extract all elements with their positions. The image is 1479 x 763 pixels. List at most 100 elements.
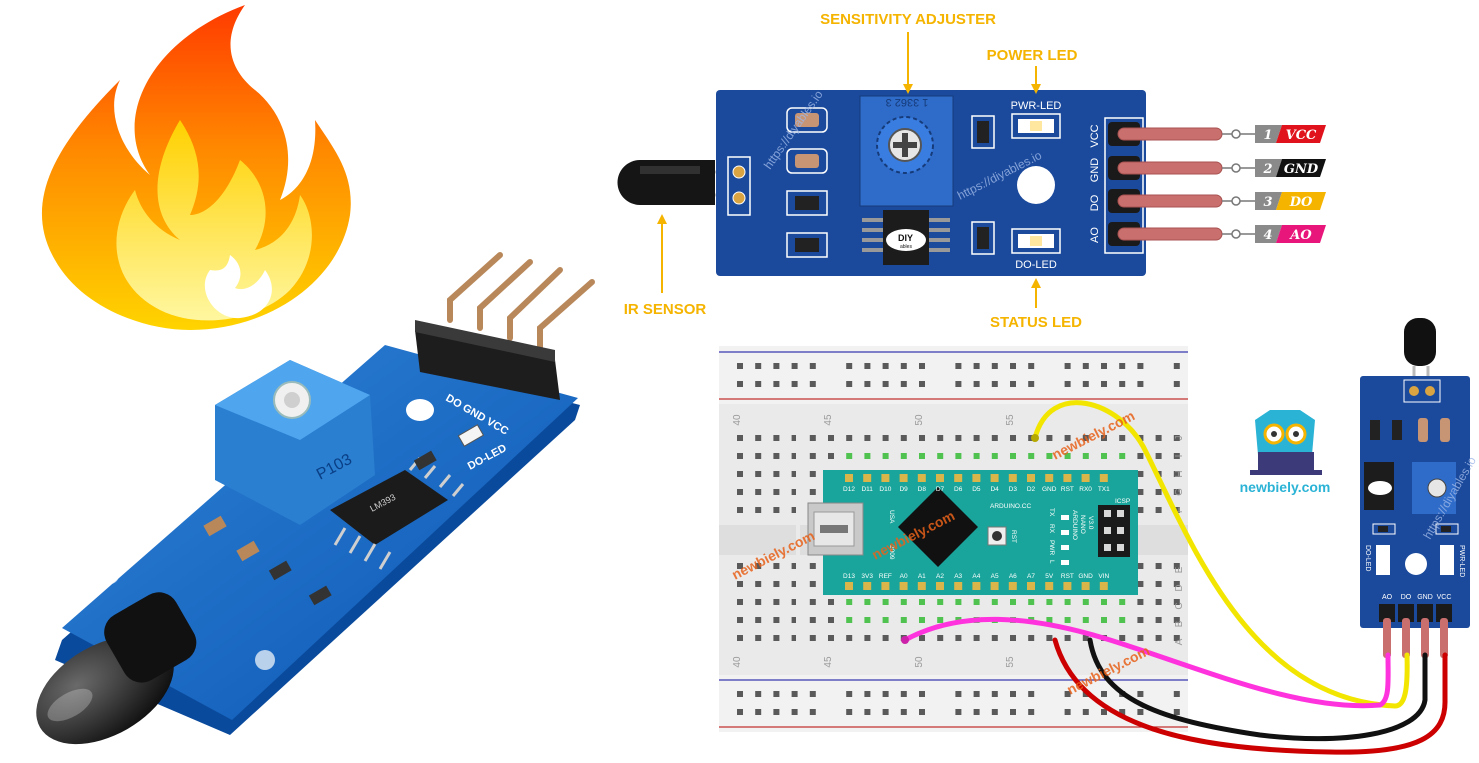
callout-power-led-text: POWER LED — [987, 47, 1078, 64]
nano-bottom-pin-label: A7 — [1027, 573, 1035, 580]
breadboard-hole — [828, 599, 834, 605]
breadboard-row-label: F — [1174, 507, 1185, 513]
breadboard-hole — [1155, 635, 1162, 641]
breadboard-hole — [991, 635, 998, 641]
breadboard-hole — [1173, 453, 1180, 459]
breadboard-hole — [1173, 599, 1180, 605]
rail-hole — [846, 691, 853, 697]
nano-pin-pad — [845, 582, 853, 590]
nano-year: 2009 — [888, 545, 895, 560]
rail-hole — [846, 363, 853, 369]
breadboard-hole — [937, 635, 944, 641]
breadboard-hole — [1064, 453, 1071, 459]
breadboard-hole — [755, 471, 762, 477]
rail-hole — [973, 363, 980, 369]
pin-name-tag — [1276, 159, 1326, 177]
rail-hole — [900, 691, 907, 697]
rail-hole — [900, 709, 907, 715]
breadboard-hole — [973, 599, 980, 605]
nano-pin-pad — [917, 474, 926, 482]
breadboard-row-label: E — [1174, 566, 1185, 573]
breadboard-hole — [809, 599, 816, 605]
newbiely-logo: newbiely.com — [1240, 410, 1330, 495]
nano-top-pin-label: D6 — [954, 486, 963, 493]
rail-hole — [737, 381, 743, 387]
breadboard-hole — [864, 599, 871, 605]
ir-led-photo — [36, 592, 197, 745]
breadboard-hole — [1173, 563, 1180, 569]
nano-pin-pad — [954, 582, 963, 590]
rail-hole — [1082, 709, 1089, 715]
breadboard-hole — [1082, 435, 1089, 441]
rail-hole — [846, 381, 853, 387]
breadboard-hole — [1155, 563, 1162, 569]
nano-pin-pad — [936, 474, 944, 482]
rail-hole — [955, 363, 962, 369]
breadboard-col-label: 50 — [914, 414, 925, 426]
callout-ir-sensor-text: IR SENSOR — [624, 301, 707, 318]
breadboard-hole — [755, 599, 762, 605]
nano-l: L — [1048, 560, 1055, 564]
breadboard-hole — [791, 635, 798, 641]
breadboard-hole — [864, 617, 871, 623]
pin-name: GND — [1284, 162, 1319, 177]
breadboard-hole — [737, 563, 743, 569]
breadboard-hole — [791, 563, 798, 569]
rail-hole — [991, 363, 998, 369]
breadboard-hole — [1137, 581, 1144, 587]
nano-pin-pad — [1081, 582, 1090, 590]
rail-hole — [919, 381, 925, 387]
header-pins — [447, 252, 595, 351]
rail-hole — [919, 691, 925, 697]
rail-hole — [809, 691, 816, 697]
breadboard-hole — [773, 453, 780, 459]
rail-hole — [882, 691, 889, 697]
breadboard-hole — [791, 581, 798, 587]
breadboard-hole — [791, 489, 798, 495]
breadboard-hole — [864, 635, 871, 641]
fire-icon — [41, 5, 351, 330]
breadboard-hole — [791, 435, 798, 441]
small-pin-label: AO — [1382, 594, 1393, 601]
rail-hole — [1137, 691, 1144, 697]
breadboard-hole — [791, 471, 798, 477]
breadboard-hole — [1119, 635, 1126, 641]
nano-pin-pad — [881, 474, 890, 482]
small-pin-label: DO — [1401, 594, 1412, 601]
nano-bottom-pin-label: A1 — [918, 573, 926, 580]
breadboard-hole — [1010, 453, 1016, 459]
rail-hole — [1173, 363, 1180, 369]
header-pin-lead — [1117, 127, 1223, 141]
rail-hole — [755, 363, 762, 369]
pin-number-tag — [1255, 225, 1282, 243]
rail-hole — [1028, 691, 1035, 697]
breadboard-hole — [1155, 581, 1162, 587]
pin-name-tag — [1276, 225, 1326, 243]
breadboard-row-label: J — [1174, 436, 1185, 441]
mounting-hole — [1017, 166, 1055, 204]
breadboard-hole — [1064, 599, 1071, 605]
rail-hole — [919, 709, 925, 715]
breadboard-hole — [1155, 489, 1162, 495]
breadboard-hole — [737, 635, 743, 641]
nano-model: ARDUINO — [1071, 510, 1078, 540]
breadboard-hole — [937, 435, 944, 441]
nano-pin-pad — [1008, 474, 1017, 482]
breadboard-hole — [937, 453, 944, 459]
breadboard-hole — [1173, 635, 1180, 641]
breadboard-hole — [1173, 471, 1180, 477]
rail-hole — [755, 381, 762, 387]
pin-number: 2 — [1262, 162, 1272, 177]
nano-bottom-pin-label: GND — [1078, 573, 1093, 580]
rail-hole — [1173, 691, 1180, 697]
breadboard-hole — [1046, 599, 1053, 605]
breadboard-hole — [1155, 617, 1162, 623]
header-pin-lead — [1117, 227, 1223, 241]
rail-hole — [1137, 363, 1144, 369]
breadboard-hole — [846, 599, 853, 605]
nano-bottom-pin-label: A5 — [991, 573, 999, 580]
nano-icsp: ICSP — [1115, 498, 1130, 505]
